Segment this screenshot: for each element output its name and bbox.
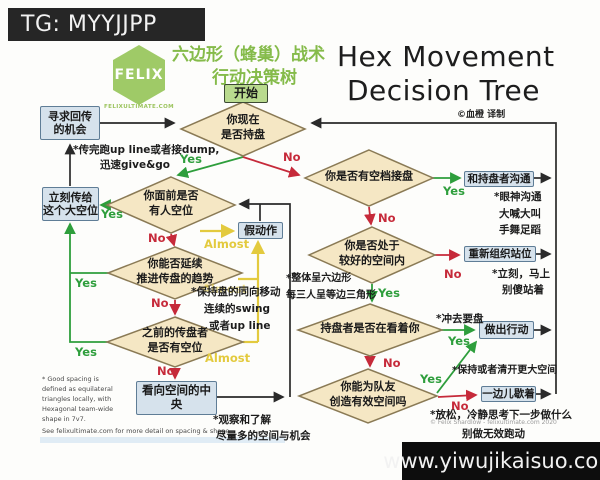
edge-label-almost-continue-flow: Almost — [202, 282, 248, 296]
footnote-see-more: See felixultimate.com for more detail on… — [42, 427, 230, 435]
diamond-create-space-label: 你能为队友创造有效空间吗 — [329, 380, 407, 408]
annotation-eye-contact-line1: *眼神沟通 — [494, 191, 542, 203]
diamond-gap-receive-shape — [303, 149, 435, 207]
edge-label-no-gap-receive: No — [378, 211, 396, 225]
edge-label-almost-previous-thrower: Almost — [205, 351, 251, 365]
photo-artifact-strip — [40, 437, 285, 443]
node-reorganize-label: 重新组织站位 — [468, 247, 532, 260]
felix-logo-hexagon — [113, 45, 165, 105]
annotation-observe-line2: 尽量多的空间与机会 — [216, 430, 311, 442]
tg-overlay-label: TG: MYYJJPP — [8, 8, 205, 41]
diamond-previous-thrower-label: 之前的传盘者是否有空位 — [142, 326, 208, 354]
edge-label-no-good-space: No — [444, 267, 462, 281]
title-chinese-line1: 六边形（蜂巢）战术 — [172, 45, 325, 65]
node-rest-aside-label: 一边儿歇着 — [482, 387, 535, 400]
diamond-create-space-shape — [296, 368, 440, 424]
edge-label-yes-create-space: Yes — [420, 372, 442, 386]
annotation-keep-moving-line1: *保持盘的同向移动 — [191, 286, 281, 298]
edge-label-no-create-space: No — [451, 399, 469, 413]
felix-logo-site: FELIXULTIMATE.COM — [104, 104, 175, 110]
annotation-keep-moving-line3: 或者up line — [209, 320, 271, 332]
diamond-good-space-label: 你是否处于较好的空间内 — [339, 239, 405, 267]
edge-label-almost-anyone-open: Almost — [204, 237, 250, 251]
edge-label-yes-good-space: Yes — [378, 286, 400, 300]
node-communicate-label: 和持盘者沟通 — [467, 172, 531, 185]
edge-label-yes-thrower-looking: Yes — [448, 334, 470, 348]
annotation-eye-contact-line2: 大喊大叫 — [499, 208, 541, 220]
diamond-previous-thrower-shape — [104, 316, 246, 368]
annotation-keep-moving-line2: 连续的swing — [204, 303, 271, 315]
felix-logo-text: FELIX — [114, 67, 164, 83]
edge-label-yes-previous-thrower: Yes — [75, 345, 97, 359]
edge-label-yes-continue-flow: Yes — [75, 276, 97, 290]
annotation-observe-line1: *观察和了解 — [213, 414, 271, 426]
footnote-copyright: © Felix Shardlow - felixultimate.com 202… — [430, 419, 557, 426]
node-fake-label: 假动作 — [244, 223, 277, 237]
edge-label-no-previous-thrower: No — [157, 364, 175, 378]
edge-label-no-holding: No — [283, 150, 301, 164]
edge-label-no-anyone-open: No — [148, 231, 166, 245]
node-start-label: 开始 — [233, 86, 258, 101]
annotation-give-go-line2: 迅速give&go — [100, 159, 170, 171]
node-look-center: 看向空间的中央 — [136, 381, 217, 415]
edge-label-yes-anyone-open: Yes — [101, 207, 123, 221]
node-fake: 假动作 — [238, 222, 283, 239]
translation-credit: ©血橙 译制 — [457, 110, 506, 120]
diamond-good-space-shape — [307, 226, 437, 284]
node-take-action: 做出行动 — [479, 321, 534, 339]
footnote-good-spacing: * Good spacing is defined as equilateral… — [42, 375, 114, 424]
diamond-holding-label: 你现在是否持盘 — [221, 113, 265, 141]
diamond-thrower-looking-label: 持盘者是否在看着你 — [320, 321, 420, 335]
diamond-anyone-open-shape — [105, 176, 237, 234]
annotation-immediately-line2: 别傻站着 — [502, 284, 544, 296]
diamond-gap-receive-label: 你是否有空档接盘 — [325, 169, 413, 183]
edge-label-yes-holding: Yes — [180, 152, 202, 166]
annotation-relax-line1: *放松，冷静思考下一步做什么 — [430, 409, 572, 421]
node-reorganize: 重新组织站位 — [464, 246, 536, 262]
diamond-thrower-looking-shape — [295, 303, 445, 357]
node-start: 开始 — [224, 84, 268, 103]
title-english-line2: Decision Tree — [347, 74, 540, 107]
node-communicate: 和持盘者沟通 — [464, 171, 534, 187]
annotation-immediately-line1: *立刻，马上 — [492, 268, 550, 280]
node-seek-dump: 寻求回传的机会 — [40, 106, 100, 140]
edge-label-no-thrower-looking: No — [383, 356, 401, 370]
edge-label-no-continue-flow: No — [151, 296, 169, 310]
node-pass-big-space-label: 立刻传给这个大空位 — [43, 190, 98, 217]
node-pass-big-space: 立刻传给这个大空位 — [42, 187, 99, 221]
edges-almost — [200, 223, 266, 344]
node-rest-aside: 一边儿歇着 — [481, 386, 536, 402]
node-seek-dump-label: 寻求回传的机会 — [48, 109, 92, 136]
node-look-center-label: 看向空间的中央 — [142, 383, 211, 411]
edge-label-yes-gap-receive: Yes — [443, 184, 465, 198]
edges-no — [165, 156, 478, 402]
annotation-relax-line2: 别做无效跑动 — [462, 428, 525, 440]
edges-black — [64, 102, 557, 403]
annotation-eye-contact-line3: 手舞足蹈 — [499, 224, 541, 236]
decision-diamonds — [104, 101, 445, 424]
annotation-give-go-line1: *传完跑up line或者接dump, — [73, 144, 220, 156]
node-take-action-label: 做出行动 — [484, 323, 529, 337]
edges-yes — [64, 156, 478, 394]
annotation-keep-or-clear: *保持或者清开更大空间 — [452, 365, 558, 376]
title-chinese-line2: 行动决策树 — [212, 68, 297, 88]
diamond-continue-flow-shape — [105, 246, 245, 300]
title-english-line1: Hex Movement — [337, 40, 555, 73]
annotation-hex-shape-line2: 每三人呈等边三角形 — [286, 290, 376, 301]
diamond-holding-shape — [179, 101, 307, 157]
diamond-continue-flow-label: 你能否延续推进传盘的趋势 — [136, 257, 214, 285]
annotation-rush: *冲去要盘 — [436, 313, 484, 325]
annotation-hex-shape-line1: *整体呈六边形 — [286, 273, 352, 284]
diamond-anyone-open-label: 你面前是否有人空位 — [143, 189, 199, 217]
watermark-bar: www.yiwujikaisuo.com — [383, 442, 600, 480]
